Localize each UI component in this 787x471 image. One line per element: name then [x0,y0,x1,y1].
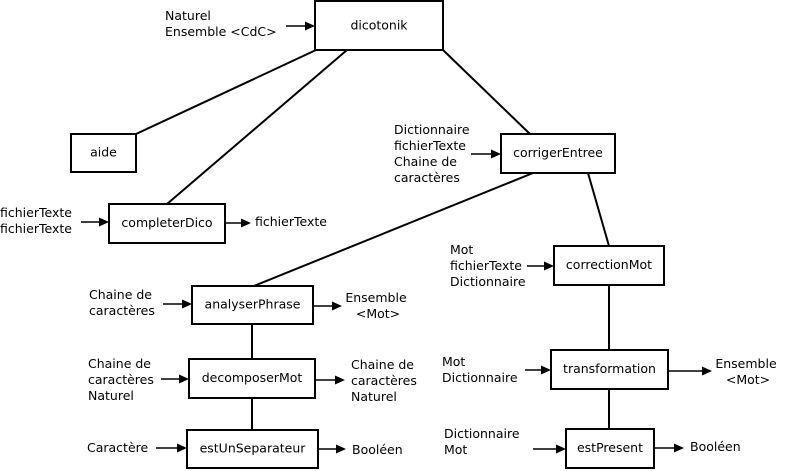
input-label-decomposerMot: Chaine de caractères Naturel [88,356,158,403]
output-arrow-estUnSeparateur [318,444,346,454]
node-analyserPhrase: analyserPhrase [191,285,314,325]
input-arrow-correctionMot [527,261,554,271]
node-correctionMot: correctionMot [553,245,665,286]
output-label-estUnSeparateur: Booléen [352,442,403,457]
edge-dicotonik-corrigerEntree [442,49,531,135]
node-label-estUnSeparateur: estUnSeparateur [200,441,307,456]
module-connections [135,49,610,430]
node-label-corrigerEntree: corrigerEntree [513,145,603,160]
output-label-transformation: Ensemble <Mot> [715,356,780,387]
input-label-estPresent: Dictionnaire Mot [444,426,524,457]
output-label-analyserPhrase: Ensemble <Mot> [345,290,410,321]
output-arrow-estPresent [654,443,684,453]
node-estUnSeparateur: estUnSeparateur [186,429,319,469]
input-label-transformation: Mot Dictionnaire [442,354,518,385]
input-arrow-decomposerMot [161,374,189,384]
output-label-decomposerMot: Chaine de caractères Naturel [351,357,421,404]
edge-dicotonik-aide [135,49,317,135]
node-corrigerEntree: corrigerEntree [500,133,616,174]
node-aide: aide [70,133,137,173]
input-arrow-corrigerEntree [471,149,501,159]
output-arrow-decomposerMot [315,375,345,385]
input-label-corrigerEntree: Dictionnaire fichierTexte Chaine de cara… [394,122,474,185]
node-label-analyserPhrase: analyserPhrase [205,297,301,312]
node-label-decomposerMot: decomposerMot [202,370,303,385]
output-label-estPresent: Booléen [690,439,741,454]
output-arrow-transformation [668,366,712,376]
input-arrow-completerDico [81,217,109,227]
node-decomposerMot: decomposerMot [188,358,316,399]
node-estPresent: estPresent [565,428,655,469]
input-label-correctionMot: Mot fichierTexte Dictionnaire [450,242,526,289]
node-label-estPresent: estPresent [577,440,643,455]
input-labels: Naturel Ensemble <CdC> fichierTexte fich… [0,8,526,457]
output-labels: fichierTexte Ensemble <Mot> Chaine de ca… [255,214,780,457]
input-label-dicotonik: Naturel Ensemble <CdC> [165,8,277,39]
node-label-transformation: transformation [563,361,656,376]
input-label-analyserPhrase: Chaine de caractères [89,287,156,318]
node-transformation: transformation [550,349,669,390]
input-arrow-transformation [525,365,551,375]
output-arrow-analyserPhrase [313,301,342,311]
input-label-completerDico: fichierTexte fichierTexte [0,205,76,236]
module-boxes: dicotonik aide completerDico corrigerEnt… [70,0,669,469]
edge-corrigerEntree-analyserPhrase [253,172,534,287]
node-dicotonik: dicotonik [314,0,444,51]
node-label-aide: aide [90,145,117,160]
node-label-correctionMot: correctionMot [566,257,652,272]
input-label-estUnSeparateur: Caractère [87,440,149,455]
input-arrow-estUnSeparateur [156,443,187,453]
node-completerDico: completerDico [108,203,226,244]
output-label-completerDico: fichierTexte [255,214,327,229]
node-label-dicotonik: dicotonik [350,18,408,33]
input-arrow-estPresent [533,444,566,454]
node-label-completerDico: completerDico [121,215,212,230]
input-arrow-dicotonik [286,21,315,31]
edge-dicotonik-completerDico [166,49,348,205]
edge-corrigerEntree-correctionMot [587,172,610,247]
input-arrows [81,21,566,454]
output-arrows [225,218,712,454]
input-arrow-analyserPhrase [163,299,192,309]
output-arrow-completerDico [225,218,251,228]
